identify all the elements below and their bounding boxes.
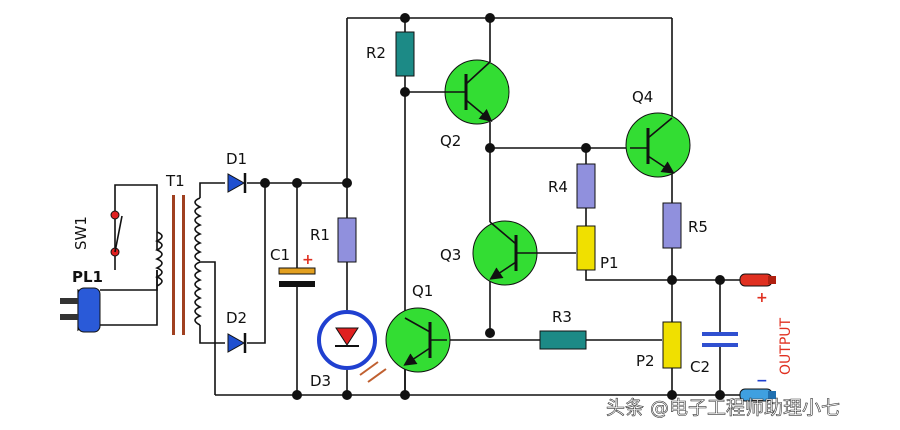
r2-label: R2 — [366, 44, 386, 62]
output-plus-sign: + — [756, 290, 768, 306]
r4-label: R4 — [548, 178, 568, 196]
diode-d1: D1 — [226, 150, 247, 193]
sw1-label: SW1 — [72, 216, 90, 250]
d2-label: D2 — [226, 309, 247, 327]
resistor-r3: R3 — [539, 308, 587, 350]
resistor-r5: R5 — [662, 202, 708, 249]
p2-label: P2 — [636, 352, 655, 370]
t1-label: T1 — [165, 172, 185, 190]
output-terminals: + − OUTPUT — [739, 273, 794, 402]
q4-label: Q4 — [632, 88, 653, 106]
led-d3: D3 — [310, 310, 387, 390]
p1-label: P1 — [600, 254, 619, 272]
r1-label: R1 — [310, 226, 330, 244]
capacitor-c2: C2 — [690, 332, 738, 376]
d3-label: D3 — [310, 372, 331, 390]
transistor-q2: Q2 — [440, 59, 510, 150]
resistor-r2: R2 — [366, 31, 415, 77]
output-minus-sign: − — [756, 373, 768, 389]
r5-label: R5 — [688, 218, 708, 236]
r3-label: R3 — [552, 308, 572, 326]
c1-plus-sign: + — [302, 252, 314, 268]
potentiometer-p2: P2 — [636, 321, 682, 370]
transistor-q4: Q4 — [625, 88, 691, 178]
c2-label: C2 — [690, 358, 710, 376]
transformer-t1: T1 — [155, 172, 202, 335]
diode-d2: D2 — [226, 309, 247, 353]
d1-label: D1 — [226, 150, 247, 168]
q3-label: Q3 — [440, 246, 461, 264]
transistor-q3: Q3 — [440, 220, 538, 286]
resistor-r4: R4 — [548, 163, 596, 209]
q1-label: Q1 — [412, 282, 433, 300]
switch-sw1: SW1 — [72, 210, 123, 257]
watermark-text: 头条 @电子工程师助理小七 — [606, 397, 840, 419]
c1-label: C1 — [270, 246, 290, 264]
transistor-q1: Q1 — [385, 282, 451, 373]
potentiometer-p1: P1 — [576, 225, 619, 272]
q2-label: Q2 — [440, 132, 461, 150]
output-label: OUTPUT — [778, 317, 794, 375]
pl1-label: PL1 — [72, 268, 103, 286]
capacitor-c1: + C1 — [270, 246, 316, 287]
resistor-r1: R1 — [310, 217, 357, 263]
plug-pl1: PL1 — [60, 268, 103, 333]
watermark: 头条 @电子工程师助理小七 — [606, 397, 841, 420]
junction-dots — [260, 13, 725, 400]
